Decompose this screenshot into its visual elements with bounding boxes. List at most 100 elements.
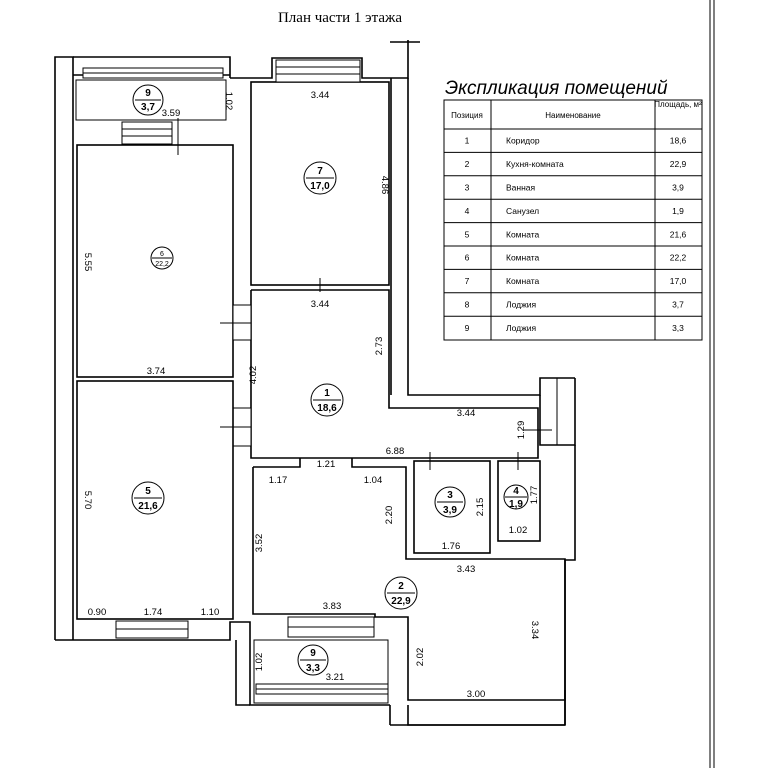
legend-cell-name: Комната [506, 253, 540, 263]
legend-cell-pos: 8 [465, 300, 470, 310]
legend-cell-name: Кухня-комната [506, 159, 564, 169]
legend-cell-pos: 2 [465, 159, 470, 169]
room-label-2: 2 22,9 [384, 576, 418, 610]
legend-cell-area: 3,3 [672, 323, 684, 333]
room-6-number: 6 [160, 251, 164, 258]
room-4-area: 1,9 [509, 499, 523, 510]
dim-1-left: 4.02 [248, 366, 259, 385]
dim-7-side: 4.86 [379, 176, 390, 195]
dim-5-a: 0.90 [88, 607, 107, 618]
room-4-number: 4 [513, 486, 519, 497]
dim-3-height: 2.15 [475, 498, 486, 517]
legend-cell-pos: 5 [465, 229, 470, 239]
legend-cell-pos: 3 [465, 183, 470, 193]
dim-5-side: 5.70 [82, 491, 93, 510]
dim-3-width: 1.76 [442, 541, 461, 552]
dim-4-width: 1.02 [509, 525, 528, 536]
dimensions: 3.59 1.02 3.44 4.86 3.44 5.55 3.74 4.02 … [82, 90, 540, 700]
dim-7-top: 3.44 [311, 90, 330, 101]
plan-title: План части 1 этажа [278, 10, 402, 26]
dim-1-end: 1.29 [516, 421, 527, 440]
room-label-5: 5 21,6 [131, 481, 165, 515]
legend-table [443, 99, 703, 341]
dim-8-height: 1.02 [223, 92, 234, 111]
dim-2-left: 3.52 [254, 534, 265, 553]
dim-9-height: 1.02 [254, 653, 265, 672]
room-3-area: 3,9 [443, 505, 457, 516]
room-label-6: 6 22,2 [150, 246, 174, 270]
dim-2-bottom: 3.00 [467, 689, 486, 700]
legend-cell-pos: 6 [465, 253, 470, 263]
outer-walls [54, 40, 576, 726]
dim-2-right: 3.34 [529, 621, 540, 640]
dim-1-door: 1.21 [317, 459, 336, 470]
legend-cell-area: 3,7 [672, 300, 684, 310]
legend-cell-area: 18,6 [670, 136, 687, 146]
room-8-area: 3,7 [141, 102, 155, 113]
room-9-area: 3,3 [306, 663, 320, 674]
dim-2-inner: 2.02 [415, 648, 426, 667]
room-2-outline [252, 458, 566, 701]
legend-cell-name: Лоджия [506, 300, 537, 310]
room-5-area: 21,6 [138, 501, 158, 512]
legend: Экспликация помещений Позиция Наименован… [443, 78, 703, 341]
room-label-7: 7 17,0 [303, 161, 337, 195]
legend-cell-area: 17,0 [670, 276, 687, 286]
room-label-3: 3 3,9 [434, 486, 466, 518]
dim-7-bottom: 3.44 [311, 299, 330, 310]
dim-6-bottom: 3.74 [147, 366, 166, 377]
room-7-area: 17,0 [310, 181, 330, 192]
dim-2-b: 1.04 [364, 475, 383, 486]
legend-cell-name: Лоджия [506, 323, 537, 333]
room-5-outline [76, 380, 234, 639]
dim-2-top: 3.43 [457, 564, 476, 575]
room-label-1: 1 18,6 [310, 383, 344, 417]
dim-1-long: 6.88 [386, 446, 405, 457]
room-label-4: 4 1,9 [503, 484, 529, 510]
dim-2-a: 1.17 [269, 475, 288, 486]
legend-title: Экспликация помещений [445, 78, 668, 99]
room-label-9: 9 3,3 [297, 644, 329, 676]
legend-cell-name: Коридор [506, 136, 540, 146]
legend-col-pos: Позиция [451, 111, 483, 120]
legend-cell-pos: 9 [465, 323, 470, 333]
dim-8-width: 3.59 [162, 108, 181, 119]
dim-9-width: 3.21 [326, 672, 345, 683]
room-2-area: 22,9 [391, 596, 411, 607]
legend-cell-name: Комната [506, 276, 540, 286]
room-7-outline [250, 59, 390, 292]
dim-5-c: 1.10 [201, 607, 220, 618]
legend-cell-name: Комната [506, 229, 540, 239]
room-1-number: 1 [324, 388, 330, 399]
room-2-number: 2 [398, 581, 404, 592]
legend-cell-pos: 7 [465, 276, 470, 286]
room-9-number: 9 [310, 648, 316, 659]
legend-cell-area: 3,9 [672, 183, 684, 193]
room-label-8: 9 3,7 [132, 84, 164, 116]
legend-cell-name: Санузел [506, 206, 539, 216]
dim-1-corridor: 3.44 [457, 408, 476, 419]
dim-1-right: 2.73 [374, 337, 385, 356]
dim-4-height: 1.77 [529, 486, 540, 505]
room-4-outline [497, 452, 541, 542]
legend-cell-area: 21,6 [670, 229, 687, 239]
dim-2-bottom-left: 3.83 [323, 601, 342, 612]
dim-2-c: 2.20 [384, 506, 395, 525]
room-5-number: 5 [145, 486, 151, 497]
legend-cell-pos: 4 [465, 206, 470, 216]
legend-cell-area: 22,2 [670, 253, 687, 263]
room-9-outline [253, 639, 389, 704]
room-1-outline [220, 289, 552, 459]
room-3-outline [413, 452, 491, 554]
room-1-area: 18,6 [317, 403, 337, 414]
dim-5-b: 1.74 [144, 607, 163, 618]
legend-cell-pos: 1 [465, 136, 470, 146]
dim-6-side: 5.55 [82, 253, 93, 272]
legend-col-area: Площадь, м² [654, 100, 702, 109]
room-8-outline [75, 67, 227, 121]
legend-col-name: Наименование [545, 111, 601, 120]
legend-cell-name: Ванная [506, 183, 536, 193]
room-6-area: 22,2 [155, 261, 169, 268]
